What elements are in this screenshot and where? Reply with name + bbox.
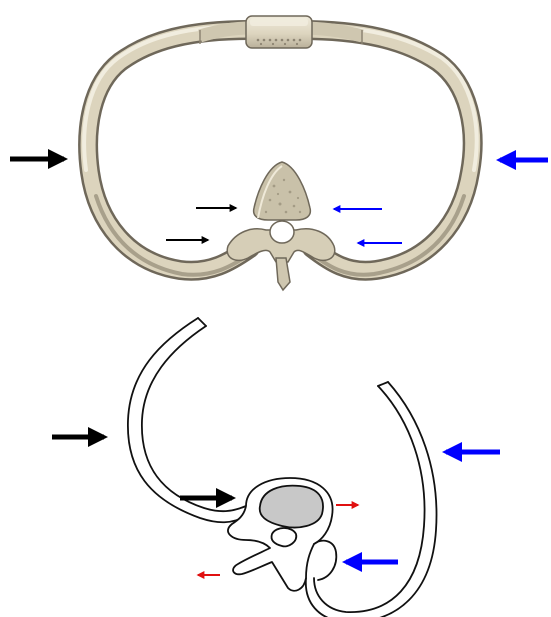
- transverse-process-right: [314, 541, 336, 580]
- sternum: [246, 16, 312, 48]
- vertebra-bottom: [228, 478, 336, 591]
- right-rib-tip: [378, 382, 388, 386]
- vertebral-canal: [271, 528, 296, 546]
- top-panel: [10, 16, 548, 290]
- left-rib-outline: [128, 318, 246, 522]
- vertebral-body: [260, 486, 323, 528]
- bottom-panel: [52, 318, 500, 617]
- vertebra-top: [227, 162, 335, 290]
- left-rib-tip: [198, 318, 206, 326]
